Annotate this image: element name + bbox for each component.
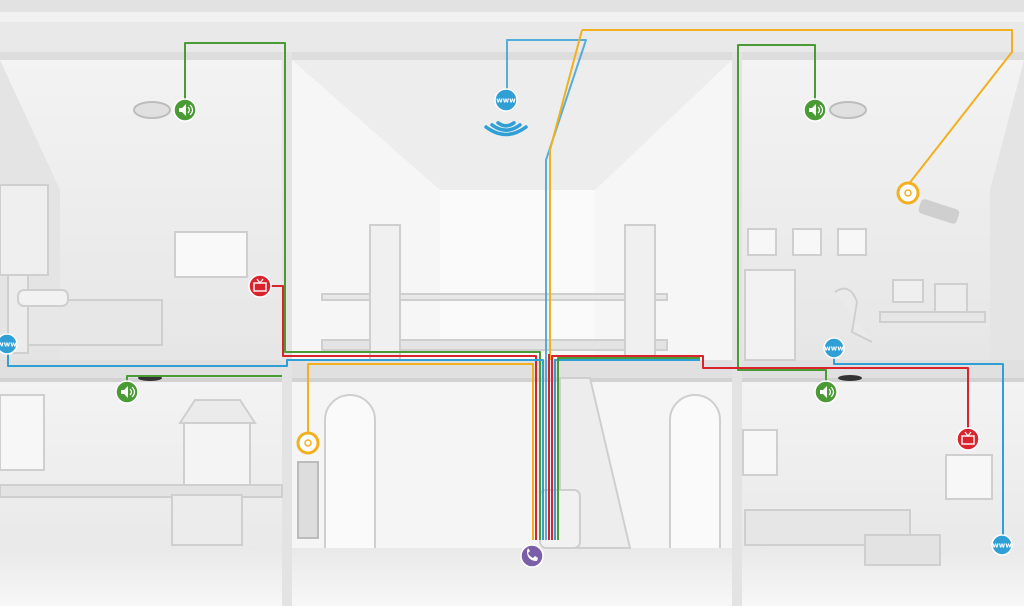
ground-floor [0,548,1024,606]
living-tv-screen [945,454,993,500]
speaker-icon [820,386,835,398]
wire-audio [737,44,827,385]
door-upper-right [624,224,656,361]
arch-left [324,394,376,548]
point-data-bedroom[interactable]: www [0,333,18,355]
network-label: www [824,345,844,353]
point-speaker-kitchen[interactable] [115,380,139,404]
roof-edge [0,0,1024,12]
furniture [0,101,993,566]
wire-security [307,363,534,540]
wire-audio [557,357,700,540]
security-ring-icon [296,431,320,455]
desk [879,311,986,323]
point-phone-hub[interactable] [520,544,544,568]
wire-security [582,29,1013,186]
range-hood [178,399,257,424]
security-ring-icon [896,181,920,205]
oven [171,494,243,546]
shelf [744,269,796,361]
gallery-railing [321,293,668,351]
wire-data [554,359,700,540]
wiring [7,29,1013,540]
intercom-panel [297,461,319,539]
bed [7,267,163,354]
network-label: www [992,542,1012,550]
wire-data [506,39,587,540]
computer-tower [934,283,968,313]
point-camera-office[interactable] [896,181,920,205]
speaker-icon [809,104,824,116]
point-data-living[interactable]: www [991,534,1013,556]
point-data-office[interactable]: www [823,337,845,359]
phone-icon [527,548,538,561]
network-label: www [0,341,17,349]
point-speaker-office[interactable] [803,98,827,122]
wifi-icon [484,121,528,137]
network-label: www [496,97,516,105]
point-intercom-entrance[interactable] [296,431,320,455]
wire-security [549,29,583,360]
floor-slab [0,360,1024,378]
bedroom-tv-screen [174,231,248,278]
frame-3 [837,228,867,256]
attic-beam [0,22,1024,52]
frame-2 [792,228,822,256]
tv-icon [253,278,267,292]
wire-audio [184,42,541,540]
tv-icon [961,431,975,445]
wire-tv [551,355,969,540]
speaker-icon [121,386,136,398]
point-speaker-living[interactable] [814,380,838,404]
wall-left [282,52,292,606]
wire-tv [260,285,537,540]
point-tv-living[interactable] [956,427,980,451]
ceiling-speaker-office [829,101,867,119]
monitor [892,279,924,303]
arch-right [669,394,721,548]
point-wifi-hall[interactable]: www [484,88,528,137]
security-camera [918,199,960,224]
ceiling-speaker-bedroom [133,101,171,119]
speaker-icon [179,104,194,116]
office-chair [834,287,873,343]
wire-data [7,345,544,540]
door-upper-left [369,224,401,361]
point-speaker-bedroom[interactable] [173,98,197,122]
sofa [744,509,941,566]
frame-1 [747,228,777,256]
point-tv-bedroom[interactable] [248,274,272,298]
connection-points: www www www www [0,88,1013,568]
